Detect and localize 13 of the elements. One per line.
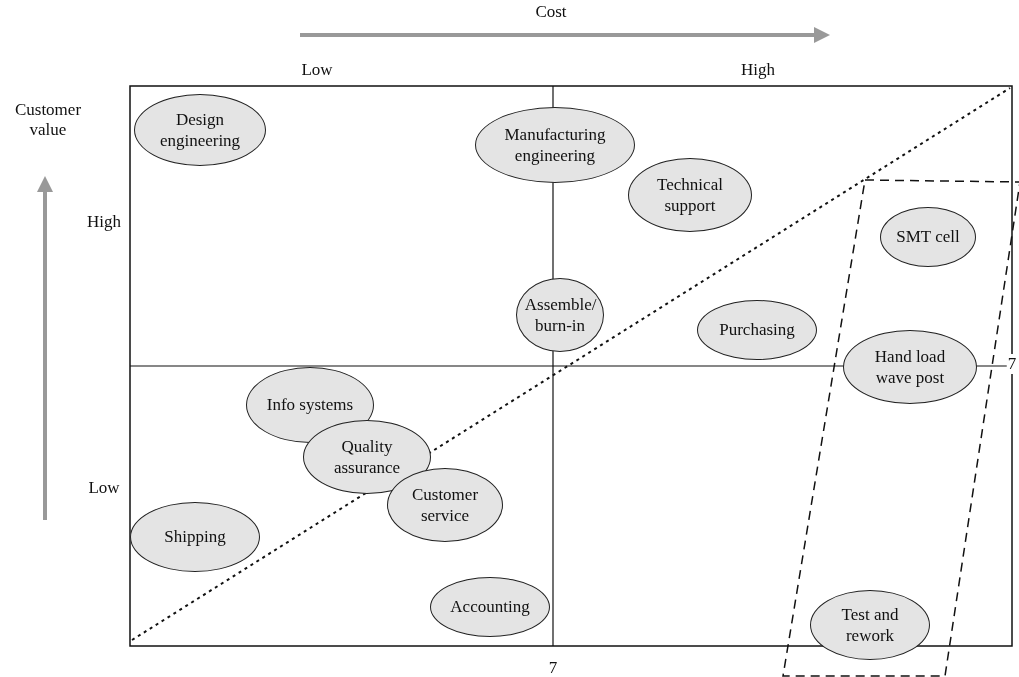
ellipse-node: Assemble/ burn-in xyxy=(516,278,604,352)
ellipse-node: Shipping xyxy=(130,502,260,572)
tick-label: 7 xyxy=(1006,354,1018,374)
ellipse-node: Manufacturing engineering xyxy=(475,107,635,183)
ellipse-node: Test and rework xyxy=(810,590,930,660)
ellipse-node: Purchasing xyxy=(697,300,817,360)
axis-label: High xyxy=(86,212,122,232)
ellipse-node: SMT cell xyxy=(880,207,976,267)
ellipse-node: Technical support xyxy=(628,158,752,232)
axis-label: High xyxy=(740,60,776,80)
ellipse-node: Accounting xyxy=(430,577,550,637)
ellipse-node: Design engineering xyxy=(134,94,266,166)
ellipse-node: Hand load wave post xyxy=(843,330,977,404)
